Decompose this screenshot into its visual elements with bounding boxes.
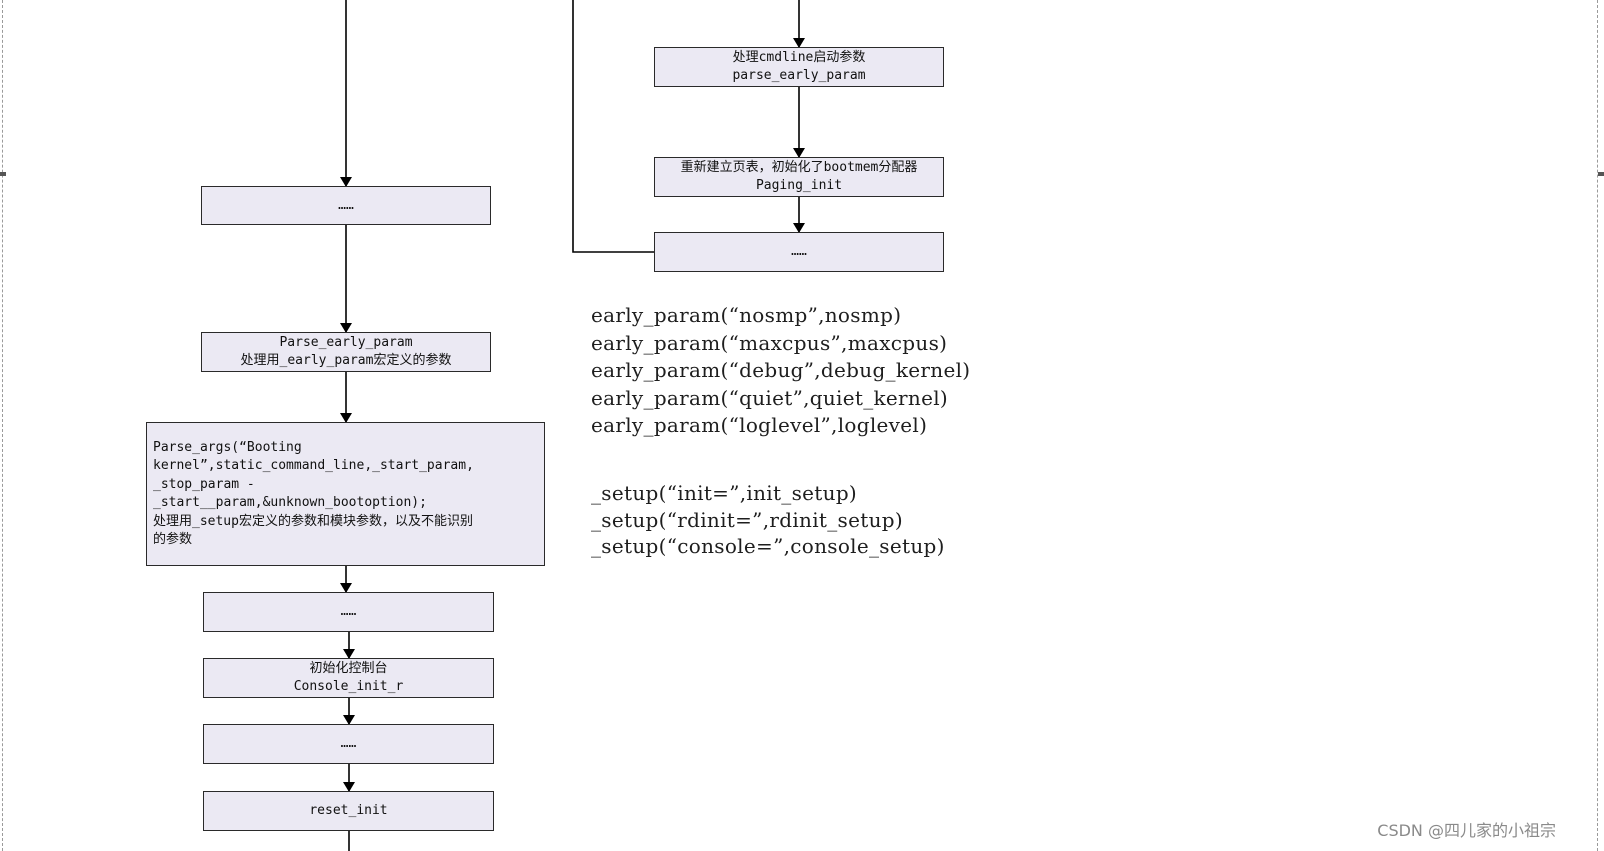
right-dots-label: …… [791, 244, 807, 259]
left-frame-edge [2, 0, 3, 851]
console-init-title: 初始化控制台 [309, 661, 388, 676]
setup-line-1: _setup(“init=”,init_setup) [591, 481, 858, 505]
paging-init-title: 重新建立页表，初始化了bootmem分配器 [680, 160, 918, 175]
reset-init-label: reset_init [309, 803, 388, 818]
csdn-watermark: CSDN @四儿家的小祖宗 [1377, 821, 1556, 840]
parse-args-line-3: _stop_param - [153, 476, 255, 492]
left-dots-box-2-label: …… [340, 604, 357, 619]
early-param-line-1: early_param(“nosmp”,nosmp) [591, 303, 902, 327]
early-param-code-block: early_param(“nosmp”,nosmp) early_param(“… [591, 302, 970, 440]
cmdline-parse-box[interactable]: 处理cmdline启动参数 parse_early_param [654, 47, 944, 87]
parse-early-param-desc: 处理用_early_param宏定义的参数 [240, 353, 452, 368]
left-frame-handle[interactable] [0, 172, 6, 176]
paging-init-func: Paging_init [755, 178, 843, 193]
left-dots-box-2[interactable]: …… [203, 592, 494, 632]
parse-args-line-1: Parse_args(“Booting [153, 439, 302, 455]
right-frame-edge [1597, 0, 1598, 851]
left-dots-box-1-label: …… [338, 197, 354, 213]
console-init-func: Console_init_r [293, 679, 404, 694]
setup-line-2: _setup(“rdinit=”,rdinit_setup) [591, 507, 903, 532]
early-param-line-2: early_param(“maxcpus”,maxcpus) [591, 330, 948, 355]
early-param-line-5: early_param(“loglevel”,loglevel) [591, 413, 928, 437]
line-right-dots-loop [572, 0, 654, 253]
early-param-line-3: early_param(“debug”,debug_kernel) [591, 358, 971, 382]
right-frame-handle[interactable] [1598, 172, 1604, 176]
parse-args-line-4: _start__param,&unknown_bootoption); [153, 495, 427, 510]
parse-early-param-box[interactable]: Parse_early_param 处理用_early_param宏定义的参数 [201, 332, 491, 372]
early-param-line-4: early_param(“quiet”,quiet_kernel) [591, 385, 949, 410]
right-dots-box[interactable]: …… [654, 232, 944, 272]
console-init-box[interactable]: 初始化控制台 Console_init_r [203, 658, 494, 698]
cmdline-parse-title: 处理cmdline启动参数 [732, 50, 866, 65]
left-dots-box-3[interactable]: …… [203, 724, 494, 764]
left-dots-box-3-label: …… [340, 736, 357, 751]
paging-init-box[interactable]: 重新建立页表，初始化了bootmem分配器 Paging_init [654, 157, 944, 197]
setup-line-3: _setup(“console=”,console_setup) [591, 534, 945, 558]
parse-args-box[interactable]: Parse_args(“Booting kernel”,static_comma… [146, 422, 545, 566]
left-dots-box-1[interactable]: …… [201, 186, 491, 225]
setup-code-block: _setup(“init=”,init_setup) _setup(“rdini… [591, 480, 945, 560]
cmdline-parse-func: parse_early_param [732, 68, 866, 83]
reset-init-box[interactable]: reset_init [203, 791, 494, 831]
parse-early-param-title: Parse_early_param [279, 335, 413, 350]
parse-args-line-2: kernel”,static_command_line,_start_param… [153, 458, 474, 473]
parse-args-line-5: 处理用_setup宏定义的参数和模块参数，以及不能识别 [153, 513, 473, 529]
parse-args-line-6: 的参数 [153, 532, 193, 547]
